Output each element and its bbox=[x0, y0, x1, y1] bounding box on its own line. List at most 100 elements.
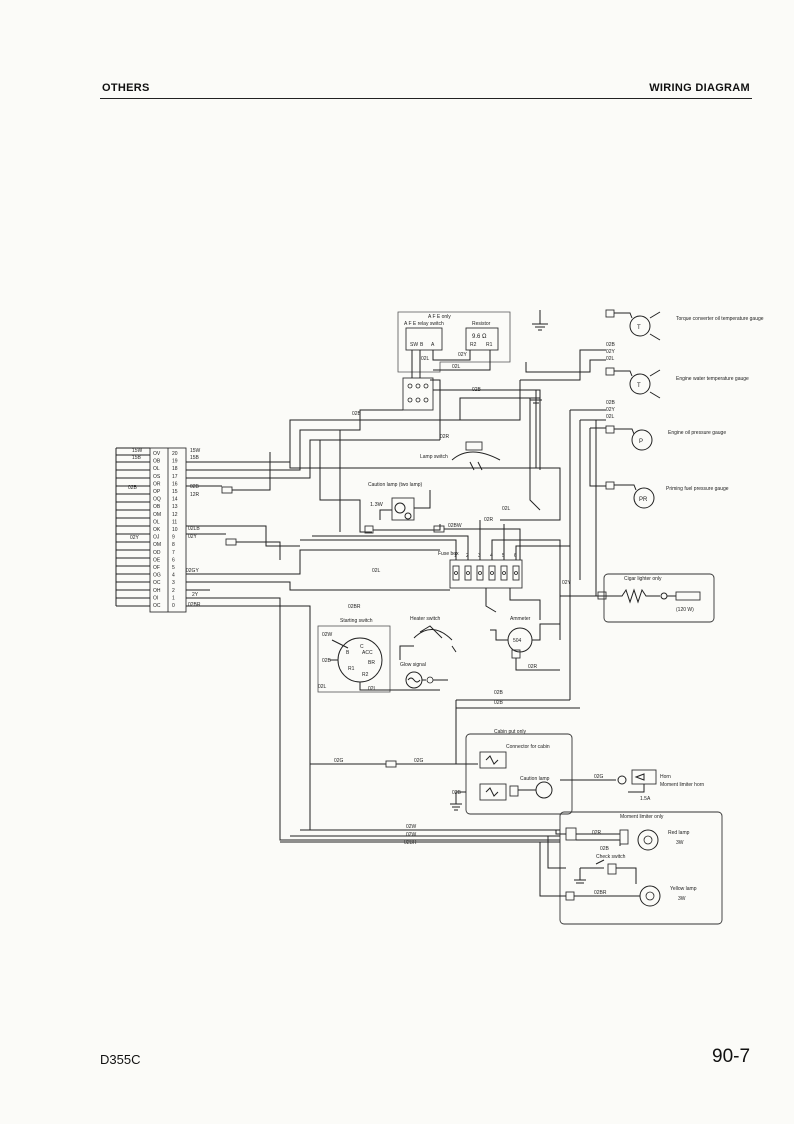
moment-horn-label: Moment limiter horn bbox=[660, 782, 704, 788]
yellow-lamp-watt: 3W bbox=[678, 896, 686, 902]
engine-water-gauge: T Engine water temperature gauge bbox=[605, 367, 749, 399]
connector-pin-label: OS bbox=[153, 474, 161, 480]
svg-text:T: T bbox=[637, 325, 641, 331]
ground-symbol bbox=[532, 310, 548, 331]
svg-text:02LB: 02LB bbox=[188, 526, 200, 532]
fuse-contact bbox=[502, 571, 506, 575]
fuse bbox=[488, 565, 496, 581]
fuse bbox=[512, 565, 520, 581]
red-lamp-watt: 3W bbox=[676, 840, 684, 846]
horn: 02G Horn Moment limiter horn 1.5A bbox=[560, 769, 704, 802]
connector-pin-number: 15 bbox=[172, 489, 178, 495]
connector-pin-label: OB bbox=[153, 504, 161, 510]
svg-text:02W: 02W bbox=[406, 832, 417, 838]
connector-pin-number: 19 bbox=[172, 459, 178, 465]
svg-text:P: P bbox=[639, 439, 643, 445]
lamp-switch-label: Lamp switch bbox=[420, 454, 448, 460]
connector-pin-label: OM bbox=[153, 512, 161, 518]
red-lamp-label: Red lamp bbox=[668, 830, 690, 836]
fuse bbox=[500, 565, 508, 581]
connector-pin-label: OC bbox=[153, 603, 161, 609]
svg-text:02B: 02B bbox=[322, 658, 332, 664]
priming-fuel-gauge: PR Priming fuel pressure gauge bbox=[605, 481, 729, 509]
fuse bbox=[464, 565, 472, 581]
svg-text:15W: 15W bbox=[132, 448, 143, 454]
cigar-lighter: Cigar lighter only (120 W) bbox=[560, 573, 715, 623]
svg-text:PR: PR bbox=[639, 497, 648, 503]
wire-label: 02Y bbox=[458, 352, 468, 358]
svg-text:02B: 02B bbox=[606, 400, 616, 406]
connector-pin-number: 2 bbox=[172, 588, 175, 594]
svg-text:02G: 02G bbox=[414, 758, 424, 764]
yellow-lamp-label: Yellow lamp bbox=[670, 886, 697, 892]
svg-text:02B: 02B bbox=[452, 790, 462, 796]
cigar-lighter-label: Cigar lighter only bbox=[624, 576, 662, 582]
afe-relay-label: A F E relay switch bbox=[404, 321, 444, 327]
lamp-switch: Lamp switch bbox=[420, 441, 501, 471]
svg-text:02B: 02B bbox=[606, 342, 616, 348]
heater-switch-label: Heater switch bbox=[410, 616, 441, 622]
svg-text:B: B bbox=[346, 650, 350, 656]
connector-pin-label: OJ bbox=[153, 535, 160, 541]
connector-cabin-label: Connector for cabin bbox=[506, 744, 550, 750]
fuse bbox=[476, 565, 484, 581]
connector-pin-label: OD bbox=[153, 550, 161, 556]
glow-signal-label: Glow signal bbox=[400, 662, 426, 668]
main-connector: OVOBOLOSOROPOQOBOMOLOKOJOMODOEOFOGOCOHOI… bbox=[149, 447, 187, 613]
glow-signal: Glow signal bbox=[400, 662, 448, 689]
engine-water-label: Engine water temperature gauge bbox=[676, 376, 749, 382]
ammeter: Ammeter 504 02R bbox=[490, 616, 560, 671]
svg-text:504: 504 bbox=[513, 638, 522, 644]
page-title: WIRING DIAGRAM bbox=[649, 82, 750, 94]
connector-pin-number: 5 bbox=[172, 565, 175, 571]
svg-text:02G: 02G bbox=[594, 774, 604, 780]
svg-text:02Y: 02Y bbox=[606, 407, 616, 413]
svg-text:02W: 02W bbox=[406, 824, 417, 830]
svg-text:02L: 02L bbox=[372, 568, 381, 574]
connector-pin-label: OM bbox=[153, 542, 161, 548]
svg-text:02B: 02B bbox=[494, 690, 504, 696]
connector-pin-label: OK bbox=[153, 527, 161, 533]
svg-text:02Y: 02Y bbox=[188, 534, 198, 540]
fuse-contact bbox=[490, 571, 494, 575]
svg-text:15B: 15B bbox=[132, 455, 142, 461]
fuse-contact bbox=[454, 571, 458, 575]
connector-pin-number: 11 bbox=[172, 519, 177, 525]
section-title: OTHERS bbox=[102, 82, 150, 94]
connector-pin-number: 9 bbox=[172, 535, 175, 541]
fuse-contact bbox=[478, 571, 482, 575]
connector-pin-number: 18 bbox=[172, 466, 178, 472]
afe-term-a: A bbox=[431, 342, 435, 348]
svg-text:02R: 02R bbox=[592, 830, 602, 836]
svg-text:02BR: 02BR bbox=[188, 602, 201, 608]
svg-text:ACC: ACC bbox=[362, 650, 373, 656]
connector-pin-label: OE bbox=[153, 557, 161, 563]
connector-pin-label: OI bbox=[153, 595, 158, 601]
connector-pin-label: OB bbox=[153, 459, 161, 465]
starting-switch: Starting switch ACC BR R1 R2 B C 02W 02B bbox=[317, 618, 440, 693]
svg-text:02Y: 02Y bbox=[130, 535, 140, 541]
svg-text:02BR: 02BR bbox=[594, 890, 607, 896]
check-switch-label: Check switch bbox=[596, 854, 626, 860]
svg-text:02L: 02L bbox=[368, 686, 377, 692]
svg-text:02W: 02W bbox=[322, 632, 333, 638]
connector-pin-label: OG bbox=[153, 573, 161, 579]
connector-pin-number: 20 bbox=[172, 451, 178, 457]
connector-pin-number: 3 bbox=[172, 580, 175, 586]
svg-text:02BR: 02BR bbox=[404, 840, 417, 846]
svg-text:C: C bbox=[360, 644, 364, 650]
engine-oil-label: Engine oil pressure gauge bbox=[668, 430, 726, 436]
connector-pin-label: OL bbox=[153, 466, 160, 472]
connector-pin-number: 0 bbox=[172, 603, 175, 609]
moment-limiter-module: Moment limiter only 02R 02B Red lamp 3W … bbox=[559, 811, 723, 925]
moment-limiter-label: Moment limiter only bbox=[620, 814, 664, 820]
svg-text:02G: 02G bbox=[334, 758, 344, 764]
connector-pin-number: 16 bbox=[172, 481, 178, 487]
torque-gauge-label: Torque converter oil temperature gauge bbox=[676, 316, 764, 322]
svg-text:02B: 02B bbox=[352, 411, 362, 417]
connector-pin-number: 10 bbox=[172, 527, 178, 533]
connector-pin-label: OP bbox=[153, 489, 161, 495]
svg-text:02R: 02R bbox=[484, 517, 494, 523]
connector-pin-number: 17 bbox=[172, 474, 178, 480]
connector-pin-label: OQ bbox=[153, 497, 161, 503]
